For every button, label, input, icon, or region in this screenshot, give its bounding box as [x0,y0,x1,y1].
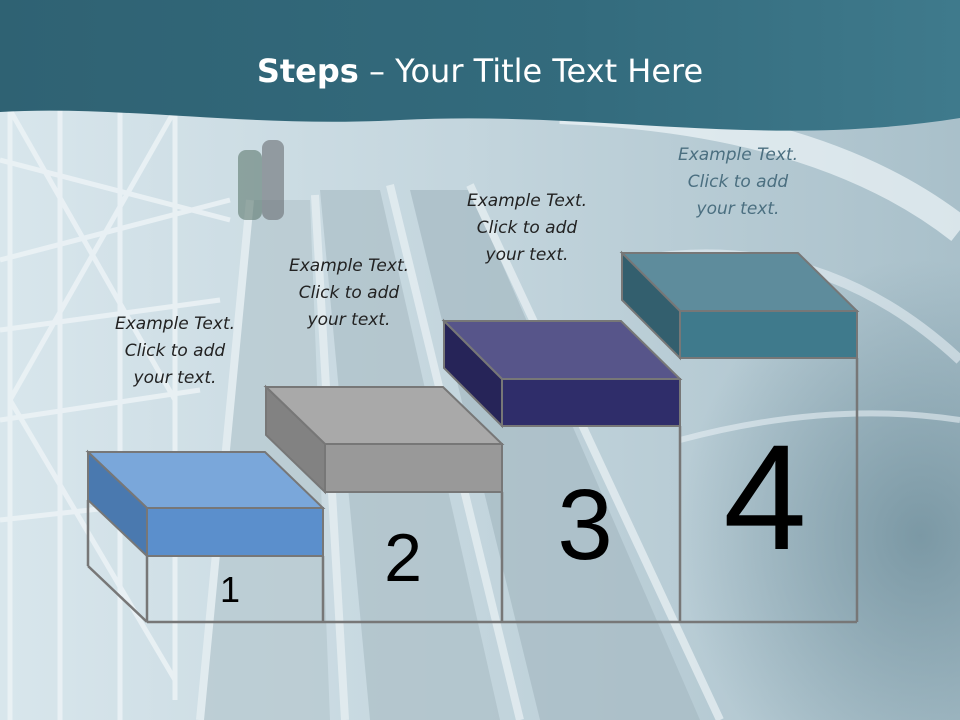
caption-1-line-2: Click to add [124,341,226,361]
title-bold: Steps [256,52,359,90]
caption-3-line-1: Example Text. [466,191,588,211]
step-caption-1[interactable]: Example Text. Click to add your text. [80,311,270,392]
caption-3-line-2: Click to add [476,218,578,238]
step-caption-3[interactable]: Example Text. Click to add your text. [432,188,622,269]
caption-2-line-3: your text. [307,310,391,330]
step-block-1[interactable] [85,449,326,559]
slide-title[interactable]: Steps – Your Title Text Here [0,52,960,90]
step-caption-2[interactable]: Example Text. Click to add your text. [254,253,444,334]
people [238,140,284,220]
roof-arc-3 [679,410,960,443]
caption-1-line-1: Example Text. [114,314,236,334]
caption-3-line-3: your text. [485,245,569,265]
step-3-front [501,378,681,427]
step-number-4: 4 [723,413,807,581]
caption-2-line-1: Example Text. [288,256,410,276]
step-block-3[interactable] [441,318,683,429]
caption-4-line-3: your text. [696,199,780,219]
steps-outline [86,358,859,624]
step-4-front [679,310,858,359]
title-rest: – Your Title Text Here [358,52,704,90]
step-block-2[interactable] [263,384,505,495]
caption-4-line-1: Example Text. [677,145,799,165]
caption-4-line-2: Click to add [687,172,789,192]
step-number-2: 2 [384,520,422,596]
step-1-front [146,507,324,557]
step-block-4[interactable] [619,250,860,361]
step-number-1: 1 [219,569,241,610]
step-caption-4[interactable]: Example Text. Click to add your text. [643,142,833,223]
caption-1-line-3: your text. [133,368,217,388]
steel-structure [0,108,231,720]
header-band [0,0,960,131]
step-2-front [324,443,503,493]
caption-2-line-2: Click to add [298,283,400,303]
step-number-3: 3 [557,469,613,581]
